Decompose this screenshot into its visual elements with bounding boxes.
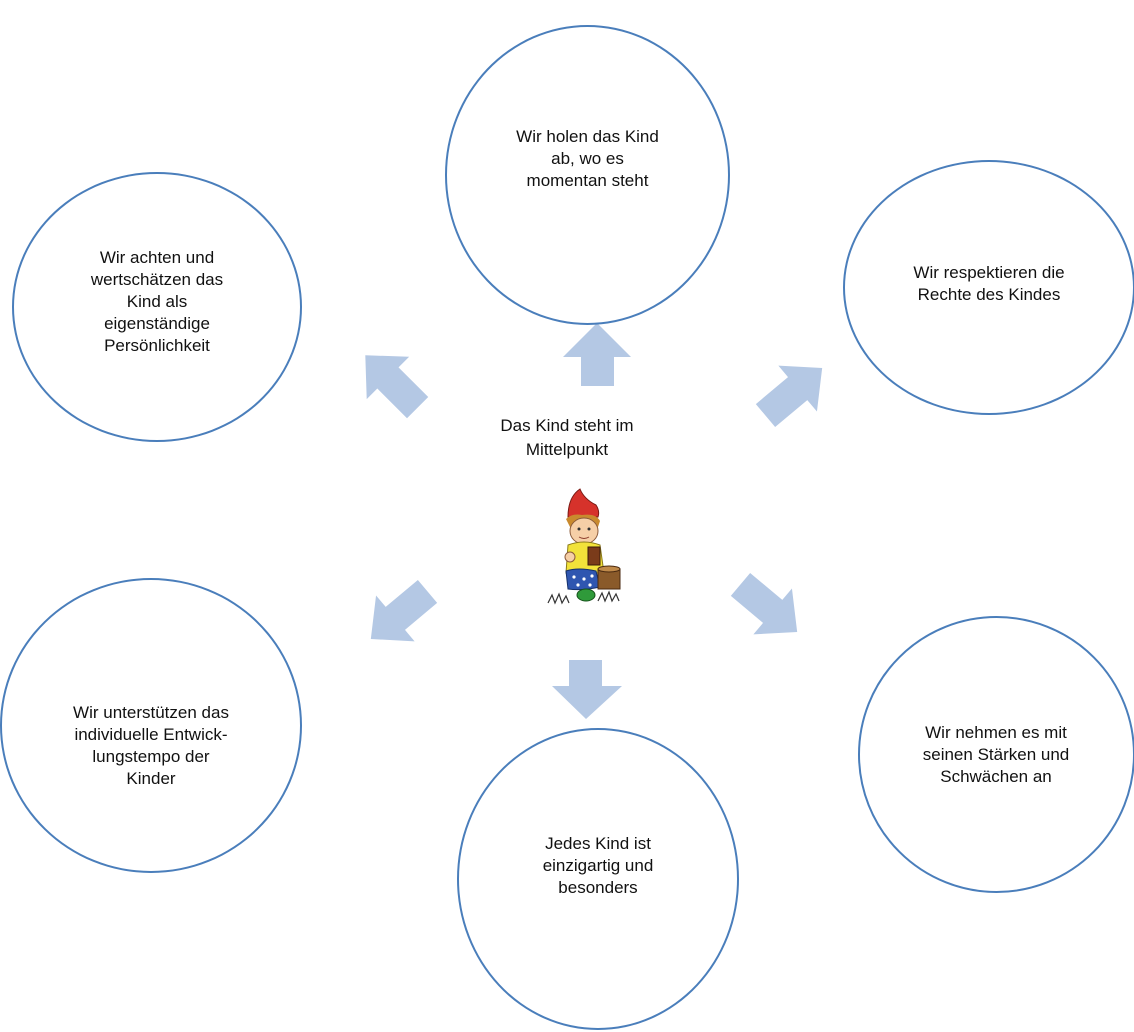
arrow-up — [563, 323, 631, 386]
circle-upper-left-text: Wir achten und wertschätzen das Kind als… — [90, 248, 224, 355]
circle-bottom-text: Jedes Kind ist einzigartig und besonders — [542, 834, 654, 897]
circle-lower-left-text: Wir unterstützen das individuelle Entwic… — [73, 703, 229, 788]
arrow-upper-left — [365, 355, 429, 419]
arrow-upper-right — [755, 365, 823, 428]
circle-top — [445, 25, 730, 325]
gnome-child-illustration — [547, 488, 621, 605]
circle-upper-right-text: Wir respektieren die Rechte des Kindes — [913, 263, 1065, 304]
center-label: Das Kind steht im Mittelpunkt — [500, 416, 634, 459]
arrow-lower-left — [370, 579, 438, 642]
circle-upper-left — [12, 172, 302, 442]
circle-bottom — [457, 728, 739, 1030]
circle-top-text: Wir holen das Kind ab, wo es momentan st… — [516, 127, 659, 190]
arrow-lower-right — [730, 572, 798, 635]
circle-lower-right — [858, 616, 1134, 893]
circle-lower-right-text: Wir nehmen es mit seinen Stärken und Sch… — [922, 723, 1070, 786]
circle-lower-left — [0, 578, 302, 873]
arrow-down — [552, 660, 622, 719]
